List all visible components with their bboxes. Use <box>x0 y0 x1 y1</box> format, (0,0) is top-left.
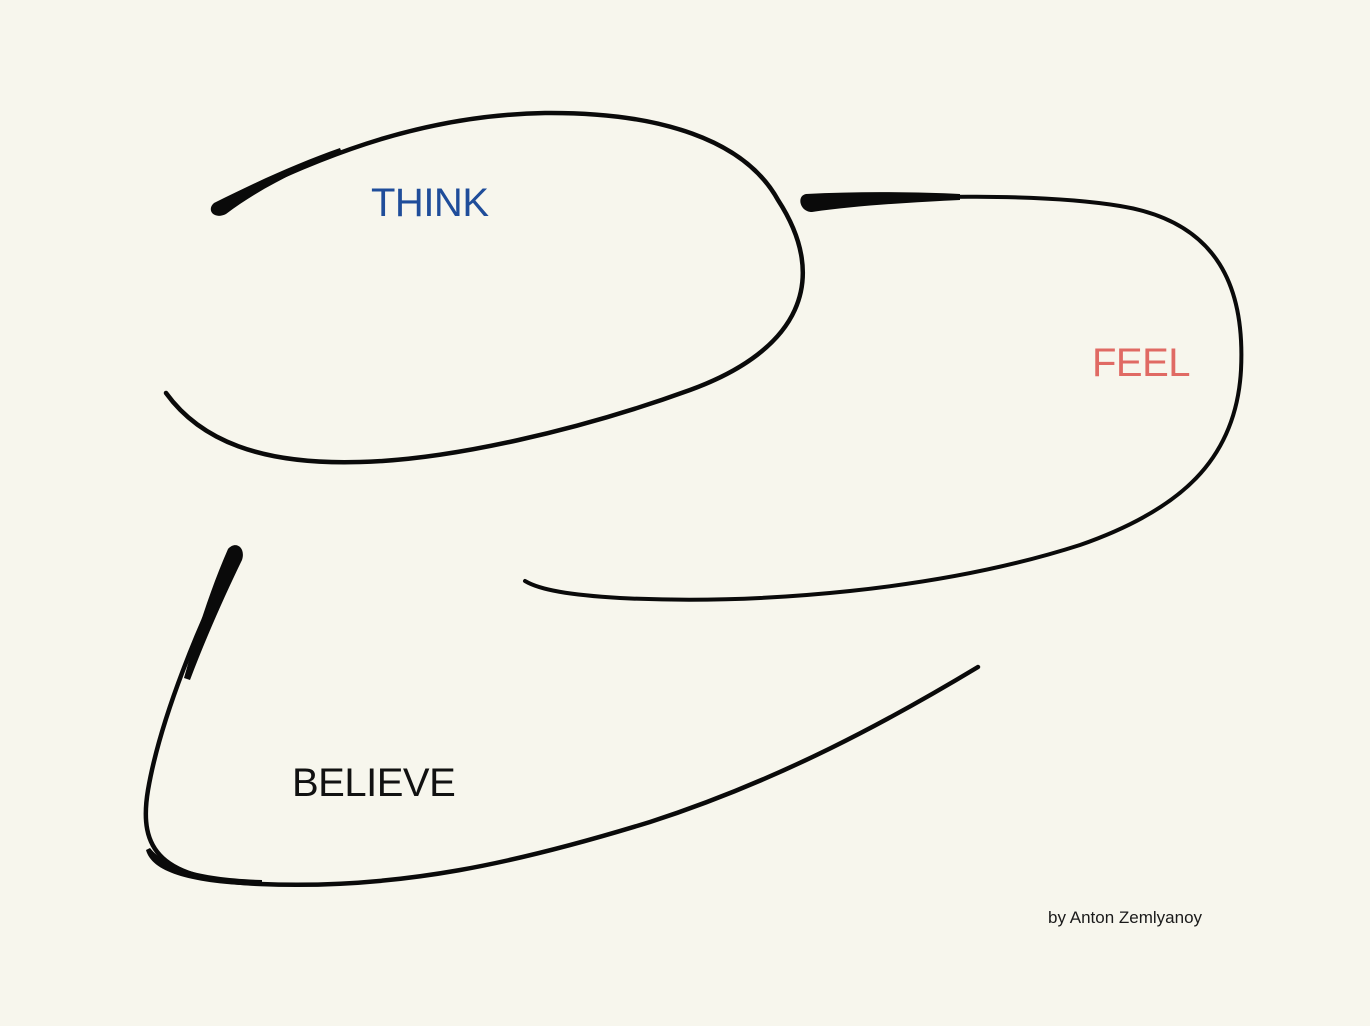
author-credit: by Anton Zemlyanoy <box>1048 908 1203 927</box>
feel-loop-stroke <box>523 192 1244 602</box>
feel-label: FEEL <box>1092 341 1191 385</box>
think-label: THINK <box>371 181 489 225</box>
think-loop-stroke <box>163 110 805 465</box>
believe-label: BELIEVE <box>292 761 456 805</box>
believe-stroke <box>143 545 981 888</box>
